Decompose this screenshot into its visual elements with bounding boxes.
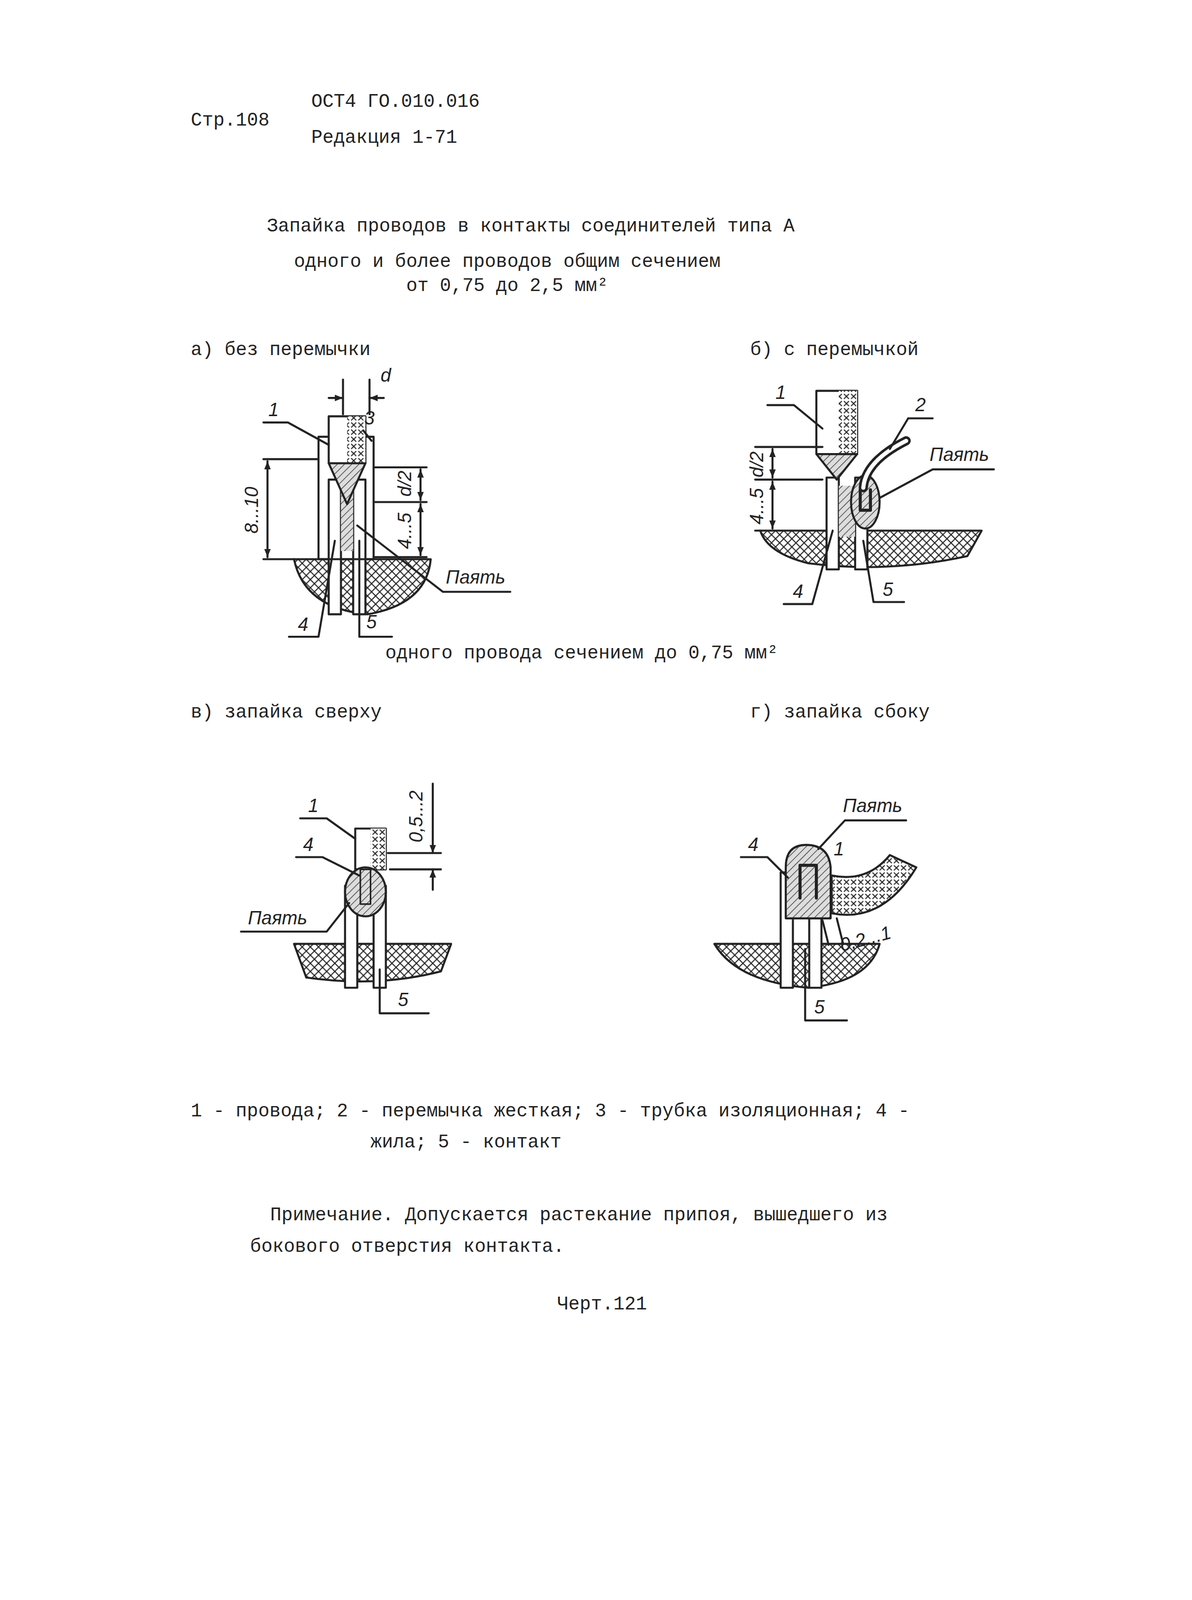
solder-note: Паять — [446, 567, 506, 588]
view-caption: г) запайка сбоку — [749, 700, 930, 725]
dimension: d/2 — [394, 470, 416, 497]
drawing-b — [816, 390, 858, 454]
solder-note: Паять — [247, 908, 308, 930]
drawing-a — [263, 379, 511, 637]
callout-number: 1 — [775, 382, 786, 404]
drawing-b — [838, 390, 858, 454]
drawing-d — [831, 854, 917, 915]
drawing-b — [767, 405, 823, 429]
solder-note: Паять — [842, 796, 903, 817]
callout-number: 5 — [366, 612, 377, 633]
dimension: d/2 — [746, 451, 768, 478]
callout-number: 2 — [915, 394, 926, 416]
drawing-b — [826, 477, 839, 570]
drawing-b — [760, 530, 982, 567]
callout-number: 4 — [792, 581, 804, 603]
view-caption: а) без перемычки — [191, 337, 371, 362]
drawing-a — [369, 396, 385, 399]
drawing-a — [289, 540, 335, 637]
drawing-defs — [240, 379, 994, 1021]
callout-number: 5 — [882, 579, 894, 601]
drawing-a — [328, 396, 344, 399]
drawing-c — [295, 857, 359, 876]
callout-number: 4 — [747, 834, 759, 856]
subheading: одного и более проводов общим сечением о… — [285, 249, 729, 298]
drawing-a — [263, 458, 319, 559]
drawing-c — [240, 783, 452, 1013]
callout-number: 1 — [268, 399, 279, 421]
callout-number: 3 — [364, 408, 375, 429]
drawing-d — [785, 844, 831, 919]
callout-number: 1 — [833, 838, 844, 860]
drawing-a — [328, 416, 366, 463]
drawing-d — [800, 865, 817, 898]
edition: Редакция 1-71 — [311, 125, 457, 150]
callout-number: 1 — [308, 796, 319, 817]
drawing-c — [431, 783, 434, 853]
drawing-b — [879, 469, 995, 498]
callout-number: 4 — [297, 614, 309, 636]
page-number: Стр.108 — [191, 108, 270, 133]
drawing-b — [863, 440, 906, 488]
drawing-a — [419, 504, 422, 556]
note-text: Примечание. Допускается растекание припо… — [250, 1199, 940, 1263]
drawing-b — [816, 453, 858, 480]
drawing-b — [863, 540, 904, 602]
view-caption: в) запайка сверху — [191, 700, 383, 725]
drawing-b — [860, 489, 871, 511]
drawing-number: Черт.121 — [557, 1291, 647, 1317]
subheading: одного провода сечением до 0,75 мм² — [385, 641, 778, 666]
dimension: 8...10 — [241, 486, 263, 534]
drawing-b — [755, 390, 995, 605]
drawing-c — [431, 869, 434, 890]
drawing-a — [419, 469, 422, 500]
dimension: d — [380, 365, 391, 387]
drawing-b — [771, 481, 774, 529]
drawing-a — [347, 416, 366, 463]
dimension: 0,5...2 — [406, 790, 427, 843]
drawing-b — [889, 418, 933, 450]
callout-number: 5 — [397, 989, 409, 1011]
drawing-c — [240, 902, 350, 932]
drawing-d — [740, 857, 788, 878]
dimension: 4...5 — [746, 487, 768, 525]
drawing-a — [328, 463, 366, 505]
standard-code: ОСТ4 ГО.010.016 — [311, 90, 480, 115]
drawing-c — [387, 852, 442, 870]
drawing-c — [354, 828, 386, 870]
callout-number: 5 — [814, 997, 825, 1018]
drawing-c — [360, 869, 371, 904]
drawing-c — [345, 867, 387, 916]
drawing-b — [771, 449, 774, 478]
callout-number: 4 — [302, 834, 314, 856]
dimension: 4...5 — [394, 512, 416, 549]
drawing-a — [328, 479, 342, 615]
drawing-a — [363, 430, 372, 441]
solder-note: Паять — [929, 445, 990, 466]
drawing-d — [714, 820, 917, 1021]
drawing-b — [783, 530, 833, 604]
view-caption: б) с перемычкой — [749, 337, 919, 362]
page-title: Запайка проводов в контакты соединителей… — [266, 214, 795, 239]
drawing-d — [805, 948, 847, 1021]
drawing-d — [818, 820, 906, 849]
drawing-c — [379, 968, 429, 1013]
drawing-a — [263, 422, 329, 446]
drawing-b — [863, 440, 906, 488]
legend-text: 1 - провода; 2 - перемычка жесткая; 3 - … — [191, 1095, 913, 1158]
drawing-a — [357, 525, 511, 592]
drawing-a — [359, 540, 392, 637]
drawing-c — [370, 828, 387, 870]
drawing-a — [266, 461, 269, 558]
